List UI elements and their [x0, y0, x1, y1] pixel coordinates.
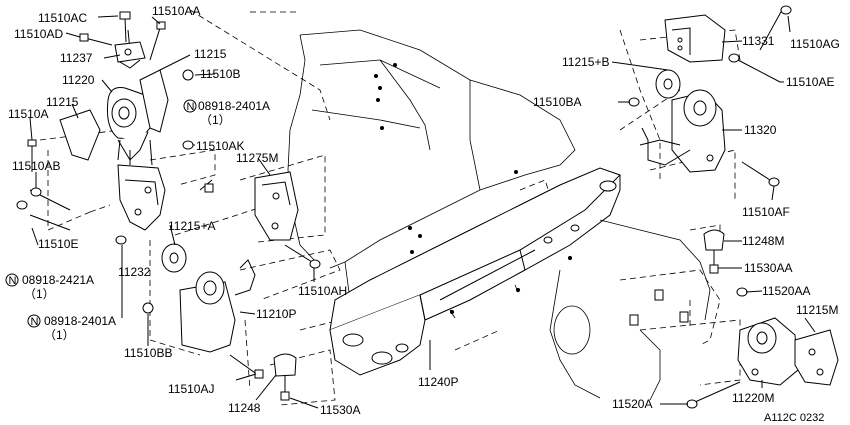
label-08918-2401A-top: 08918-2401A — [198, 99, 270, 113]
label-11510AF: 11510AF — [742, 205, 790, 219]
label-11510AC: 11510AC — [38, 11, 87, 25]
engine-mount-11220 — [59, 11, 169, 166]
part-labels: 11510AC 11510AA 11510AD 11237 11215 1122… — [8, 4, 840, 424]
transmission-outline — [549, 219, 711, 401]
label-11240P: 11240P — [418, 375, 458, 389]
label-11215-left: 11215 — [46, 95, 79, 109]
label-11510AA: 11510AA — [152, 4, 201, 18]
stopper-11248M — [703, 229, 748, 297]
label-11510BA: 11510BA — [533, 95, 582, 109]
label-08918-2421A: 08918-2421A — [22, 273, 94, 287]
label-11530AA: 11530AA — [744, 261, 793, 275]
label-11215-top: 11215 — [194, 47, 227, 61]
label-11510AD: 11510AD — [14, 27, 63, 41]
label-11510BB: 11510BB — [124, 346, 173, 360]
label-11237: 11237 — [60, 51, 93, 65]
crossmember-11240P — [329, 167, 621, 376]
label-11510B: 11510B — [200, 67, 240, 81]
label-11520AA: 11520AA — [762, 284, 811, 298]
label-11215B: 11215+B — [562, 55, 610, 69]
n-symbol-bot: N — [27, 314, 41, 328]
label-11510AE: 11510AE — [786, 75, 835, 89]
label-11510AB: 11510AB — [12, 159, 61, 173]
n-symbol-letter: N — [31, 316, 39, 328]
label-qty-top: （1） — [200, 113, 231, 127]
label-11220M: 11220M — [732, 391, 774, 405]
bracket-11275M — [254, 171, 321, 269]
left-bolts — [16, 69, 214, 245]
engine-mount-11210P — [142, 243, 264, 379]
label-11510AK: 11510AK — [196, 139, 245, 153]
label-11215M: 11215M — [796, 303, 838, 317]
label-11510AG: 11510AG — [790, 37, 840, 51]
stopper-11248 — [273, 353, 297, 401]
label-11510AJ: 11510AJ — [168, 382, 214, 396]
leader-lines — [29, 15, 816, 409]
label-11248: 11248 — [228, 401, 261, 415]
label-qty-bot: （1） — [44, 328, 75, 342]
bracket-11331 — [664, 5, 792, 63]
diagram-code: A112C 0232 — [764, 412, 824, 424]
studs — [629, 289, 689, 326]
label-11220: 11220 — [62, 73, 95, 87]
label-qty-mid: （1） — [24, 287, 55, 301]
label-11210P: 11210P — [256, 307, 296, 321]
label-11248M: 11248M — [742, 234, 784, 248]
n-symbol-mid: N — [5, 273, 19, 287]
label-08918-2401A-bot: 08918-2401A — [44, 314, 116, 328]
label-11320: 11320 — [744, 123, 777, 137]
bracket-11232 — [117, 150, 166, 231]
label-11275M: 11275M — [236, 151, 278, 165]
label-11510A: 11510A — [8, 107, 48, 121]
label-11215A: 11215+A — [168, 219, 216, 233]
n-symbol-letter: N — [9, 275, 17, 287]
engine-mount-11220M — [686, 317, 839, 409]
n-symbol-letter: N — [187, 101, 195, 113]
n-symbol-top: N — [183, 99, 197, 113]
label-11331: 11331 — [742, 34, 775, 48]
engine-block-outline — [287, 29, 576, 321]
engine-mount-11320 — [628, 53, 781, 187]
label-11520A: 11520A — [612, 397, 652, 411]
label-11510AH: 11510AH — [298, 284, 347, 298]
label-11530A: 11530A — [320, 403, 360, 417]
label-11232: 11232 — [118, 265, 151, 279]
label-11510E: 11510E — [38, 237, 78, 251]
